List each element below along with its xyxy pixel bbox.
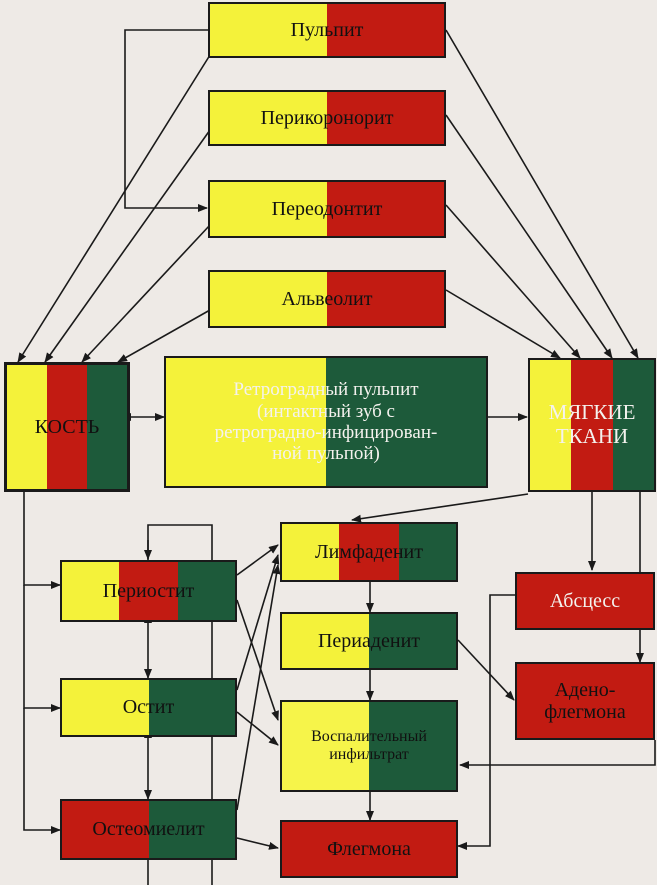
- arrow-kost-osteomielit: [23, 708, 61, 834]
- node-ostit-label: Остит: [122, 696, 175, 719]
- node-myagkie-label: МЯГКИЕ ТКАНИ: [548, 400, 636, 448]
- node-alveolit-label: Альвеолит: [281, 287, 373, 310]
- arrow-abscess-flegmona: [457, 594, 515, 850]
- node-osteomielit: Остеомиелит: [60, 799, 237, 860]
- node-myagkie: МЯГКИЕ ТКАНИ: [528, 358, 656, 492]
- arrow-kost-periostit: [23, 492, 61, 589]
- node-infiltrat: Воспалительный инфильтрат: [280, 700, 458, 792]
- arrow-pulpit-kost: [17, 54, 211, 363]
- node-retro: Ретроградный пульпит (интактный зуб с ре…: [164, 356, 488, 488]
- node-alveolit: Альвеолит: [208, 270, 446, 328]
- arrow-perikoronorit-myagkie: [445, 114, 613, 359]
- node-kost: КОСТЬ: [4, 362, 130, 492]
- arrow-perikoronorit-kost: [44, 129, 211, 363]
- node-adenoflegmona: Адено- флегмона: [515, 662, 655, 740]
- node-perikoronorit-label: Перикоронорит: [260, 106, 394, 129]
- node-pulpit: Пульпит: [208, 2, 446, 58]
- arrow-periodontit-myagkie: [445, 204, 581, 359]
- node-flegmona-label: Флегмона: [327, 837, 411, 860]
- arrow-osteomielit-flegmona: [236, 837, 279, 850]
- node-periostit: Периостит: [60, 560, 237, 622]
- node-flegmona: Флегмона: [280, 820, 458, 878]
- arrow-ostit-limfadenit: [236, 554, 280, 691]
- node-abscess: Абсцесс: [515, 572, 655, 630]
- node-periodontit-label: Переодонтит: [271, 197, 383, 220]
- arrow-pulpit-periodontit: [124, 29, 210, 212]
- arrow-alveolit-kost: [117, 309, 211, 363]
- node-limfadenit-label: Лимфаденит: [315, 540, 423, 563]
- arrow-kost-ostit: [23, 585, 61, 712]
- node-infiltrat-label: Воспалительный инфильтрат: [311, 728, 427, 763]
- arrow-periostit-limfadenit: [236, 544, 279, 576]
- arrow-periostit-infiltrat: [236, 599, 279, 721]
- node-periostit-label: Периостит: [102, 579, 195, 602]
- node-retro-label: Ретроградный пульпит (интактный зуб с ре…: [214, 379, 438, 465]
- arrow-periadenit-adenoflegmona: [457, 639, 515, 701]
- node-limfadenit: Лимфаденит: [280, 522, 458, 582]
- node-periadenit: Периаденит: [280, 612, 458, 670]
- arrow-pulpit-myagkie: [445, 29, 639, 359]
- node-pulpit-label: Пульпит: [290, 18, 364, 41]
- node-adenoflegmona-label: Адено- флегмона: [544, 678, 626, 723]
- arrow-periodontit-kost: [81, 224, 211, 363]
- arrow-myagkie-limfadenit: [351, 493, 529, 523]
- node-ostit: Остит: [60, 678, 237, 737]
- arrow-ostit-infiltrat: [236, 711, 279, 746]
- arrow-alveolit-myagkie: [445, 289, 561, 359]
- node-abscess-label: Абсцесс: [549, 589, 621, 612]
- arrow-osteomielit-limfadenit: [236, 564, 281, 811]
- node-osteomielit-label: Остеомиелит: [92, 818, 205, 841]
- node-perikoronorit: Перикоронорит: [208, 90, 446, 146]
- node-periadenit-label: Периаденит: [317, 629, 421, 652]
- arrow-right-infiltrat: [459, 740, 656, 769]
- node-kost-label: КОСТЬ: [34, 415, 100, 438]
- node-periodontit: Переодонтит: [208, 180, 446, 238]
